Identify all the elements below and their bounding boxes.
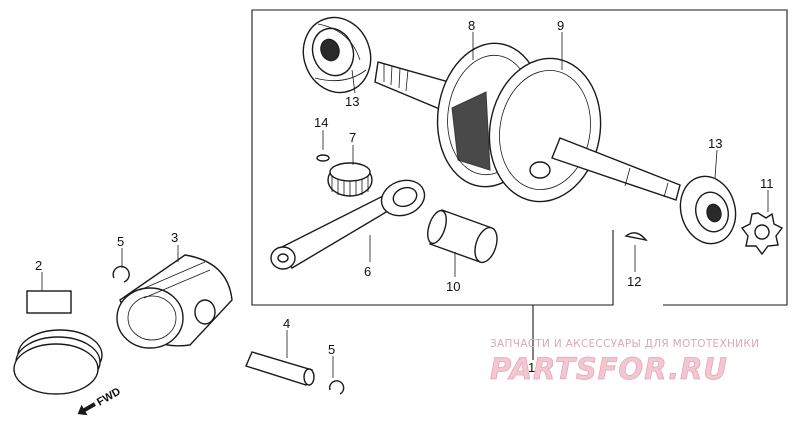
callout-1: 1	[528, 360, 535, 375]
watermark-brand: PARTSFOR.RU	[490, 352, 728, 386]
callout-11: 11	[760, 176, 774, 191]
callout-2: 2	[35, 258, 42, 273]
callout-5-upper: 5	[117, 234, 124, 249]
bearing-top	[302, 16, 372, 94]
callout-9: 9	[557, 18, 564, 33]
piston	[116, 254, 233, 349]
callout-10: 10	[446, 279, 460, 294]
callout-4: 4	[283, 316, 290, 331]
crankshaft	[374, 42, 681, 203]
piston-pin	[245, 351, 315, 386]
callout-14: 14	[314, 115, 328, 130]
piston-rings	[13, 290, 103, 395]
arrow-icon	[77, 402, 96, 416]
woodruff-key	[624, 232, 648, 242]
fwd-label: FWD	[95, 386, 123, 409]
callout-13-right: 13	[708, 136, 722, 151]
gear-nut	[740, 212, 784, 256]
connecting-rod	[270, 179, 426, 270]
callout-7: 7	[349, 130, 356, 145]
needle-bearing	[327, 162, 373, 197]
piston-pin-large	[427, 209, 498, 264]
callout-3: 3	[171, 230, 178, 245]
circlip-upper	[112, 265, 130, 283]
bearing-right	[679, 175, 737, 245]
callout-5-lower: 5	[328, 342, 335, 357]
assembly-frame	[251, 9, 788, 306]
circlip-lower	[328, 380, 345, 395]
watermark-tagline: ЗАПЧАСТИ И АКСЕССУАРЫ ДЛЯ МОТОТЕХНИКИ	[490, 338, 759, 350]
pin-small	[316, 154, 330, 162]
callout-8: 8	[468, 18, 475, 33]
callout-13-top: 13	[345, 94, 359, 109]
callout-12: 12	[627, 274, 641, 289]
forward-arrow: FWD	[77, 386, 123, 416]
callout-6: 6	[364, 264, 371, 279]
